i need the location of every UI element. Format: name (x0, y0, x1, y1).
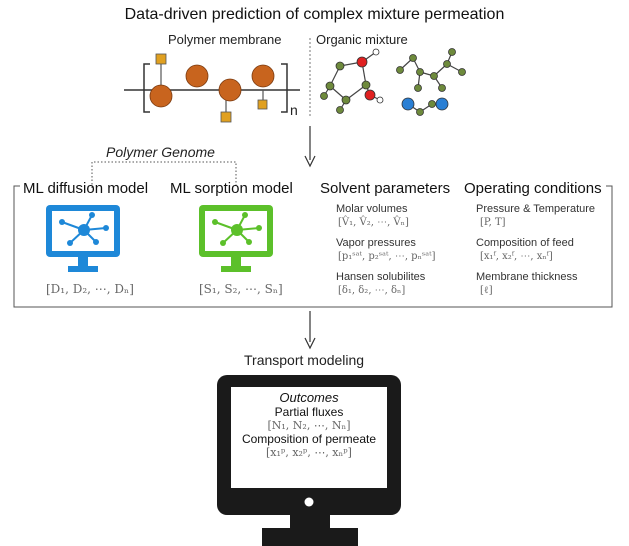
membrane-thickness-math: [ℓ] (480, 285, 493, 296)
network-monitor-icon (199, 205, 273, 272)
ml-sorption-model-title: ML sorption model (170, 180, 293, 197)
network-monitor-icon (46, 205, 120, 272)
partial-fluxes-math: [N₁, N₂, ⋯, Nₙ] (267, 419, 351, 432)
vapor-pressures-label: Vapor pressures (336, 237, 416, 249)
pressure-temperature-label: Pressure & Temperature (476, 203, 596, 215)
molar-volumes-label: Molar volumes (336, 203, 408, 215)
pressure-temperature-math: [P, T] (480, 217, 506, 228)
diffusion-vector: [D₁, D₂, ⋯, Dₙ] (46, 282, 134, 296)
composition-of-feed-label: Composition of feed (476, 237, 574, 249)
transport-modeling-label: Transport modeling (244, 352, 365, 368)
sorption-vector: [S₁, S₂, ⋯, Sₙ] (199, 282, 283, 296)
computer-monitor-icon (217, 375, 401, 546)
polymer-genome-label: Polymer Genome (106, 144, 215, 160)
vapor-pressures-math: [p₁ˢᵃᵗ, p₂ˢᵃᵗ, ⋯, pₙˢᵃᵗ] (338, 251, 436, 262)
hansen-solubilites-math: [δ₁, δ₂, ⋯, δₙ] (338, 285, 406, 296)
molar-volumes-math: [V̂₁, V̂₂, ⋯, V̂ₙ] (338, 217, 409, 228)
polymer-membrane-label: Polymer membrane (168, 32, 282, 47)
outcomes-heading: Outcomes (279, 390, 339, 405)
composition-of-feed-math: [x₁ᶠ, x₂ᶠ, ⋯, xₙᶠ] (480, 251, 553, 262)
ml-diffusion-model-title: ML diffusion model (23, 180, 149, 197)
repeat-unit-subscript: n (290, 102, 298, 118)
organic-mixture-label: Organic mixture (316, 32, 408, 47)
polymer-chain-graphic (124, 53, 300, 123)
molecule-atoms (320, 48, 466, 116)
diagram-title: Data-driven prediction of complex mixtur… (124, 6, 505, 23)
hansen-solubilites-label: Hansen solubilites (336, 271, 426, 283)
membrane-thickness-label: Membrane thickness (476, 271, 578, 283)
operating-conditions-title: Operating conditions (464, 180, 602, 197)
solvent-parameters-title: Solvent parameters (320, 180, 451, 197)
composition-permeate-math: [x₁ᵖ, x₂ᵖ, ⋯, xₙᵖ] (266, 446, 352, 459)
composition-permeate-label: Composition of permeate (241, 432, 377, 446)
partial-fluxes-label: Partial fluxes (274, 405, 344, 419)
